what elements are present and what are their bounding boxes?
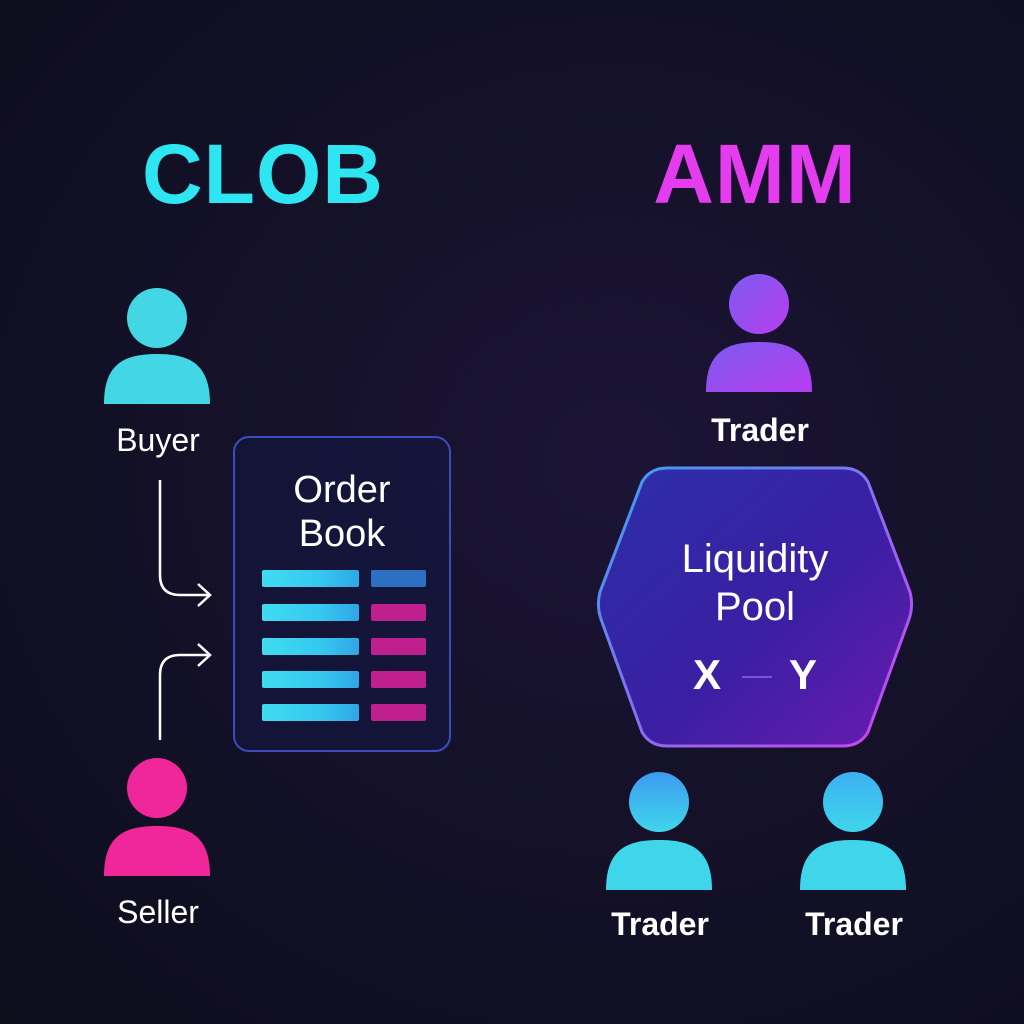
pool-token-x: X — [692, 651, 721, 698]
pool-title-line2: Pool — [714, 585, 796, 629]
bottom-left-trader-label: Trader — [611, 906, 709, 942]
order-book-title-line1: Order — [293, 469, 391, 511]
liquidity-pool: Liquidity Pool X Y — [592, 462, 918, 752]
seller-icon — [102, 756, 212, 878]
order-row-ask — [371, 671, 426, 688]
top-trader-label: Trader — [711, 412, 809, 448]
order-row-bid — [262, 638, 359, 655]
pool-token-y: Y — [788, 651, 817, 698]
buyer-label: Buyer — [116, 422, 200, 458]
pool-title-line1: Liquidity — [681, 537, 829, 581]
buyer-icon — [102, 286, 212, 406]
order-row-bid — [262, 570, 359, 587]
amm-title: AMM — [653, 127, 857, 221]
seller-to-orderbook-arrow — [158, 643, 212, 740]
bottom-right-trader-icon — [798, 770, 908, 892]
bottom-left-trader-icon — [604, 770, 714, 892]
order-row-bid — [262, 704, 359, 721]
order-row-bid — [262, 604, 359, 621]
seller-label: Seller — [117, 894, 199, 930]
pool-connector — [742, 676, 772, 678]
clob-title: CLOB — [142, 127, 384, 221]
bottom-right-trader-label: Trader — [805, 906, 903, 942]
order-row-ask — [371, 704, 426, 721]
order-row-bid — [262, 671, 359, 688]
order-row-ask — [371, 604, 426, 621]
order-book-title-line2: Book — [298, 513, 386, 555]
buyer-to-orderbook-arrow — [158, 480, 212, 607]
order-row-ask — [371, 570, 426, 587]
order-row-ask — [371, 638, 426, 655]
top-trader-icon — [704, 272, 814, 394]
order-book: Order Book — [233, 436, 451, 752]
